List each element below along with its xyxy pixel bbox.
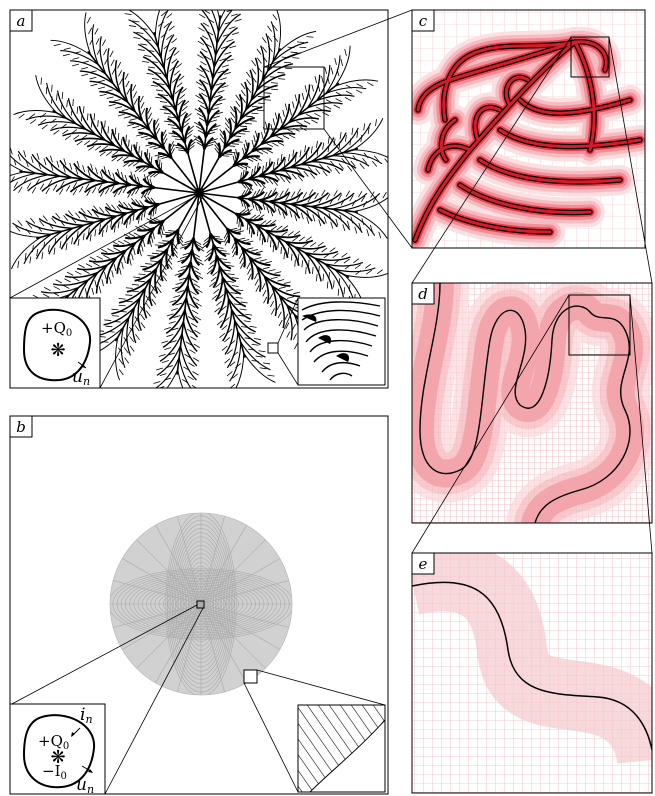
panel-label-e: e	[419, 555, 428, 573]
source-icon: ❋	[50, 340, 65, 361]
zoom-box-b-edge	[244, 670, 257, 683]
panel-label-d: d	[418, 285, 428, 303]
panel-a: +Q0 ❋ un	[0, 0, 395, 409]
panel-e: e	[412, 553, 652, 793]
panel-label-b: b	[16, 418, 26, 436]
panel-label-a: a	[17, 12, 26, 30]
panel-b: in +Q0 ❋ −I0 un b	[10, 416, 388, 796]
panel-c: c	[412, 10, 645, 248]
panel-label-c: c	[419, 12, 428, 30]
panel-d: d	[412, 283, 652, 523]
